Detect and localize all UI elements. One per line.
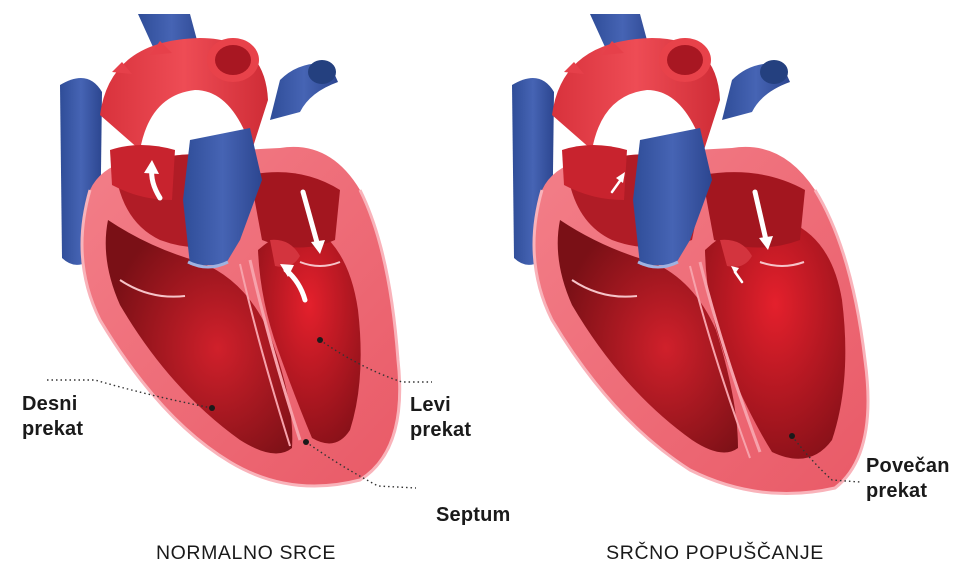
levi-prekat-line-2: prekat — [410, 418, 471, 443]
levi-prekat-dot — [317, 337, 323, 343]
normal-heart-illustration — [60, 14, 400, 486]
desni-prekat-line-1: Desni — [22, 392, 83, 417]
levi-prekat-line-1: Levi — [410, 393, 471, 418]
desni-prekat-line-2: prekat — [22, 417, 83, 442]
septum-label: Septum — [436, 503, 511, 528]
levi-prekat-label: Levi prekat — [410, 393, 471, 443]
povecan-prekat-line-1: Povečan — [866, 454, 950, 479]
septum-text: Septum — [436, 503, 511, 528]
caption-normal-heart: NORMALNO SRCE — [140, 542, 352, 565]
povecan-prekat-label: Povečan prekat — [866, 454, 950, 504]
caption-heart-failure: SRČNO POPUŠČANJE — [585, 542, 845, 565]
povecan-prekat-dot — [789, 433, 795, 439]
desni-prekat-dot — [209, 405, 215, 411]
septum-dot — [303, 439, 309, 445]
povecan-prekat-line-2: prekat — [866, 479, 950, 504]
failing-heart-illustration — [512, 14, 868, 494]
desni-prekat-label: Desni prekat — [22, 392, 83, 442]
